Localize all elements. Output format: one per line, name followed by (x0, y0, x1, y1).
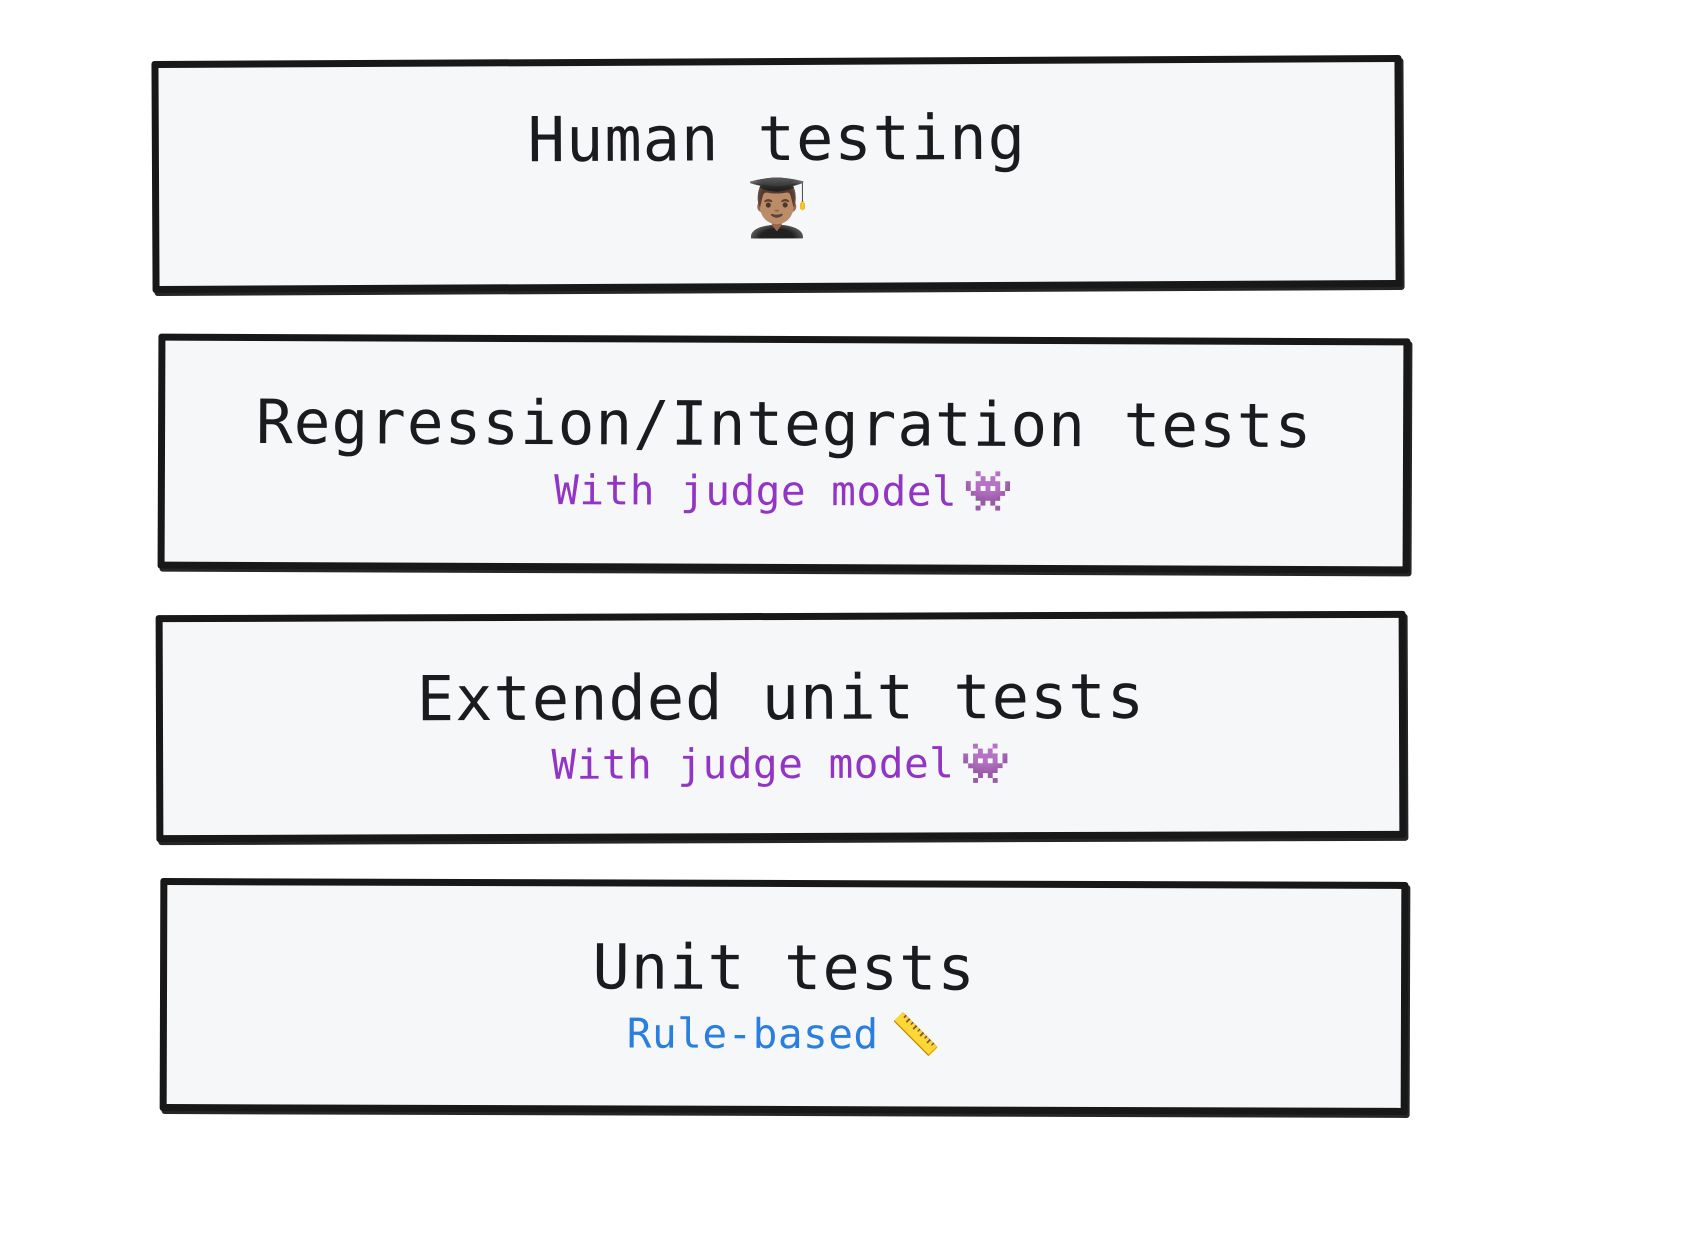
layer-subtitle-text: With judge model (551, 739, 955, 789)
layer-subtitle: With judge model 👾 (554, 465, 1014, 516)
alien-monster-icon: 👾 (960, 740, 1011, 788)
layer-regression-integration-tests[interactable]: Regression/Integration tests With judge … (157, 333, 1411, 574)
graduate-person-emoji: 👨🏽‍🎓 (742, 176, 813, 242)
layer-subtitle: Rule-based 📏 (626, 1009, 942, 1059)
layer-extended-unit-tests[interactable]: Extended unit tests With judge model 👾 (155, 610, 1407, 843)
layer-title: Regression/Integration tests (255, 387, 1313, 463)
straight-ruler-icon: 📏 (890, 1012, 942, 1059)
alien-monster-icon: 👾 (963, 468, 1014, 516)
layer-title: Human testing (527, 100, 1027, 176)
layer-subtitle-text: Rule-based (626, 1009, 879, 1059)
layer-subtitle: With judge model 👾 (551, 739, 1011, 789)
layer-human-testing[interactable]: Human testing 👨🏽‍🎓 (151, 54, 1403, 294)
layer-title: Unit tests (592, 930, 976, 1005)
layer-title: Extended unit tests (416, 659, 1146, 735)
layer-unit-tests[interactable]: Unit tests Rule-based 📏 (159, 878, 1409, 1115)
layer-subtitle-text: With judge model (554, 465, 958, 516)
